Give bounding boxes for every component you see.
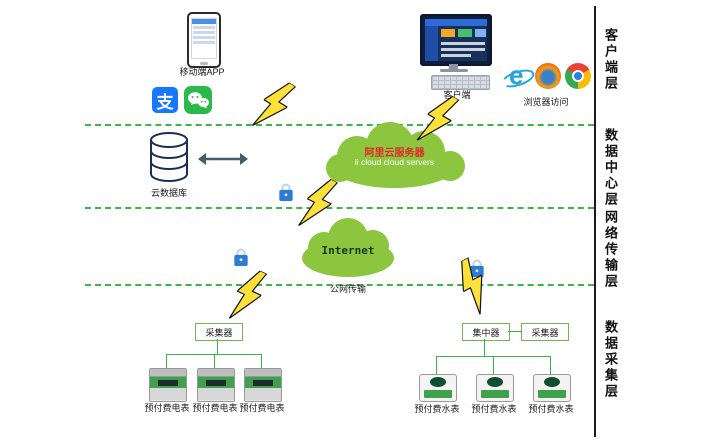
- connector-line: [217, 339, 218, 354]
- phone-app-header: [192, 19, 216, 24]
- layer-divider-1: [85, 124, 594, 126]
- internet-label: Internet: [321, 244, 375, 257]
- internet-cloud: Internet: [288, 212, 408, 280]
- concentrator-box: 集中器: [462, 323, 510, 341]
- phone-home-button: [200, 62, 208, 65]
- sync-arrow-icon: [197, 152, 249, 166]
- layer-axis-line: [594, 6, 596, 437]
- monitor-base: [440, 69, 468, 72]
- lightning-bolt-icon: [249, 76, 299, 136]
- ali-cloud: 阿里云服务器 li cloud cloud servers: [312, 118, 477, 190]
- dashboard-sidebar: [425, 26, 438, 61]
- security-lock-icon: [278, 181, 294, 202]
- security-lock-icon: [469, 257, 485, 278]
- connector-line: [484, 339, 485, 356]
- security-lock-icon: [233, 246, 249, 267]
- dashboard-tile: [458, 29, 472, 37]
- layer-divider-2: [85, 207, 594, 209]
- ali-cloud-title: 阿里云服务器: [364, 148, 425, 159]
- wechat-icon: [184, 86, 212, 114]
- alipay-icon: 支: [152, 87, 178, 113]
- electric-meter-icon: [149, 368, 187, 402]
- browser-access-label: 浏览器访问: [523, 97, 569, 107]
- chrome-browser-icon: [565, 63, 591, 89]
- water-meter-icon: [419, 374, 457, 402]
- dashboard-tile: [475, 29, 486, 37]
- public-transmission-label: 公网传输: [329, 284, 366, 294]
- mobile-app-label: 移动端APP: [179, 67, 225, 77]
- dashboard-tile: [441, 29, 455, 37]
- connector-line: [261, 354, 262, 368]
- database-label: 云数据库: [150, 188, 187, 198]
- connector-line: [493, 356, 494, 374]
- water-meter-label: 预付费水表: [471, 404, 517, 414]
- electric-meter-icon: [244, 368, 282, 402]
- connector-line: [508, 331, 521, 332]
- ali-cloud-subtitle: li cloud cloud servers: [354, 157, 435, 167]
- collector-left-box: 采集器: [195, 323, 243, 341]
- layer-label-client: 客户端层: [603, 28, 618, 92]
- database-icon: [146, 131, 192, 183]
- monitor-icon: [420, 14, 492, 66]
- electric-meter-label: 预付费电表: [144, 403, 190, 413]
- layer-label-data-center: 数据中心层: [603, 128, 618, 208]
- lightning-bolt-icon: [226, 266, 271, 327]
- connector-line: [214, 354, 215, 368]
- water-meter-icon: [533, 374, 571, 402]
- desktop-client-label: 客户端: [443, 90, 471, 100]
- water-meter-label: 预付费水表: [528, 404, 574, 414]
- lightning-bolt-icon: [414, 90, 463, 150]
- water-meter-icon: [476, 374, 514, 402]
- collector-right-box: 采集器: [521, 323, 569, 341]
- connector-line: [550, 356, 551, 374]
- connector-line: [166, 354, 167, 368]
- keyboard-icon: [431, 75, 490, 90]
- electric-meter-label: 预付费电表: [239, 403, 285, 413]
- cloud-icon: [326, 122, 465, 188]
- dashboard-topbar: [425, 19, 487, 26]
- cloud-icon: [302, 218, 394, 277]
- water-meter-label: 预付费水表: [414, 404, 460, 414]
- phone-screen: [191, 18, 217, 59]
- electric-meter-label: 预付费电表: [192, 403, 238, 413]
- monitor-stand: [449, 64, 458, 69]
- mobile-phone-icon: [187, 12, 221, 68]
- ie-browser-icon: e: [499, 62, 537, 91]
- layer-label-acquisition: 数据采集层: [603, 320, 618, 400]
- connector-line: [436, 356, 437, 374]
- lightning-bolt-icon: [295, 174, 341, 235]
- layer-divider-3: [85, 284, 594, 286]
- layer-label-network: 网络传输层: [603, 210, 618, 290]
- firefox-browser-icon: [535, 63, 561, 89]
- electric-meter-icon: [197, 368, 235, 402]
- dashboard-screen: [425, 19, 487, 61]
- lightning-bolt-icon: [450, 256, 497, 317]
